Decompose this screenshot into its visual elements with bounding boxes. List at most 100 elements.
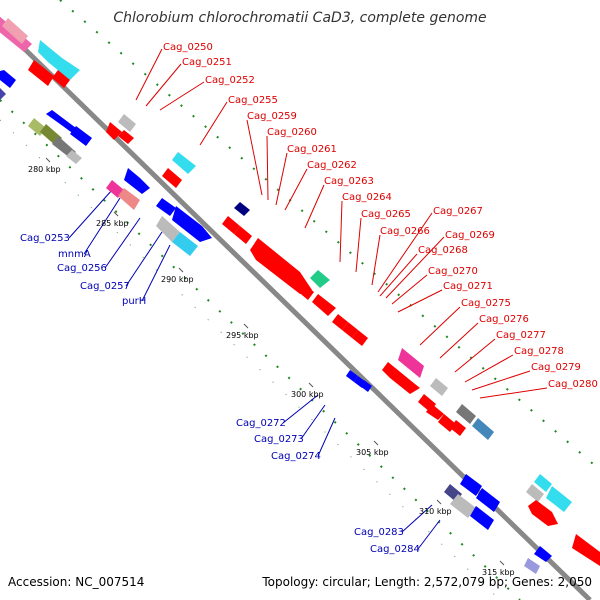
guide-track-inner <box>0 99 521 600</box>
gene-label-forward: Cag_0268 <box>418 245 468 256</box>
gene-feature[interactable] <box>470 506 494 530</box>
tick-label: 300 kbp <box>291 390 324 399</box>
gene-label-reverse: Cag_0274 <box>271 451 321 462</box>
gene-label-forward: Cag_0261 <box>287 144 337 155</box>
gene-label-reverse: Cag_0284 <box>370 544 420 555</box>
gene-feature[interactable] <box>222 216 240 234</box>
gene-feature[interactable] <box>118 114 136 132</box>
gene-feature[interactable] <box>472 418 494 440</box>
gene-feature[interactable] <box>52 70 70 88</box>
gene-label-reverse: Cag_0283 <box>354 527 404 538</box>
gene-feature[interactable] <box>360 380 372 392</box>
tick-mark <box>178 267 184 273</box>
gene-label-forward: Cag_0275 <box>461 298 511 309</box>
gene-feature[interactable] <box>534 474 552 492</box>
gene-feature[interactable] <box>118 188 140 210</box>
gene-label-reverse: Cag_0253 <box>20 233 70 244</box>
gene-feature[interactable] <box>118 130 134 144</box>
gene-feature[interactable] <box>28 60 54 86</box>
gene-feature[interactable] <box>106 122 122 140</box>
tick-mark <box>373 440 379 446</box>
tick-label: 305 kbp <box>356 448 389 457</box>
gene-feature[interactable] <box>426 404 444 420</box>
gene-label-forward: Cag_0259 <box>247 111 297 122</box>
gene-label-forward: Cag_0263 <box>324 176 374 187</box>
gene-feature[interactable] <box>172 206 212 242</box>
gene-feature[interactable] <box>546 486 572 512</box>
gene-feature[interactable] <box>312 294 336 316</box>
reverse-features <box>0 70 552 574</box>
gene-feature[interactable] <box>234 226 252 244</box>
gene-label-forward: Cag_0269 <box>445 230 495 241</box>
gene-feature[interactable] <box>0 88 6 100</box>
gene-feature[interactable] <box>526 484 544 502</box>
gene-feature[interactable] <box>430 378 448 396</box>
guide-track-outer <box>59 0 600 471</box>
gene-feature[interactable] <box>456 404 476 424</box>
tick-label: 285 kbp <box>96 219 129 228</box>
accession-label: Accession: NC_007514 <box>8 575 145 589</box>
gene-label-forward: Cag_0267 <box>433 206 483 217</box>
tick-mark <box>243 323 249 329</box>
coordinate-ticks: 280 kbp 285 kbp 290 kbp 295 kbp 300 kbp 305 k… <box>28 157 515 577</box>
gene-feature[interactable] <box>156 198 176 216</box>
gene-feature[interactable] <box>162 168 182 188</box>
gene-feature[interactable] <box>296 282 314 300</box>
gene-feature[interactable] <box>234 202 250 216</box>
gene-feature[interactable] <box>342 322 358 338</box>
gene-feature[interactable] <box>352 330 368 346</box>
gene-label-forward: Cag_0271 <box>443 281 493 292</box>
gene-feature[interactable] <box>398 348 424 378</box>
gene-label-reverse: Cag_0257 <box>80 281 130 292</box>
gene-feature[interactable] <box>156 216 180 242</box>
tick-label: 280 kbp <box>28 165 61 174</box>
gene-feature[interactable] <box>106 180 124 198</box>
forward-features <box>0 16 600 566</box>
gene-label-forward: Cag_0251 <box>182 57 232 68</box>
gene-label-forward: Cag_0266 <box>380 226 430 237</box>
gene-feature[interactable] <box>382 362 420 394</box>
gene-feature[interactable] <box>0 70 16 88</box>
tick-label: 290 kbp <box>161 275 194 284</box>
gene-feature[interactable] <box>66 150 82 164</box>
gene-label-forward: Cag_0260 <box>267 127 317 138</box>
tick-mark <box>45 157 51 163</box>
tick-label: 295 kbp <box>226 331 259 340</box>
gene-feature[interactable] <box>460 474 482 496</box>
gene-label-forward: Cag_0276 <box>479 314 529 325</box>
gene-label-reverse: purH <box>122 296 146 307</box>
forward-gene-labels: Cag_0250Cag_0251Cag_0252Cag_0255Cag_0259… <box>163 42 598 390</box>
gene-label-forward: Cag_0262 <box>307 160 357 171</box>
gene-feature[interactable] <box>310 270 330 288</box>
label-leaders <box>135 48 548 399</box>
gene-feature[interactable] <box>172 232 198 256</box>
gene-feature[interactable] <box>346 370 358 382</box>
gene-feature[interactable] <box>524 558 540 574</box>
tick-mark <box>436 499 442 505</box>
reverse-gene-labels: Cag_0253mnmACag_0256Cag_0257purHCag_0272… <box>20 233 420 555</box>
gene-feature[interactable] <box>172 152 196 174</box>
gene-label-forward: Cag_0279 <box>531 362 581 373</box>
gene-feature[interactable] <box>450 494 476 518</box>
gene-feature[interactable] <box>534 546 552 562</box>
gene-label-forward: Cag_0270 <box>428 266 478 277</box>
gene-feature[interactable] <box>70 126 92 146</box>
genome-summary: Topology: circular; Length: 2,572,079 bp… <box>262 575 592 589</box>
gene-feature[interactable] <box>2 18 28 44</box>
gene-label-forward: Cag_0252 <box>205 75 255 86</box>
gene-feature[interactable] <box>124 168 150 194</box>
gene-label-reverse: Cag_0272 <box>236 418 286 429</box>
gene-feature[interactable] <box>476 488 500 512</box>
gene-feature[interactable] <box>38 40 80 80</box>
gene-feature[interactable] <box>450 420 466 436</box>
gene-label-forward: Cag_0278 <box>514 346 564 357</box>
gene-label-forward: Cag_0277 <box>496 330 546 341</box>
gene-feature[interactable] <box>528 500 558 526</box>
gene-feature[interactable] <box>250 238 312 294</box>
gene-feature[interactable] <box>572 534 600 566</box>
tick-mark <box>499 560 505 566</box>
gene-feature[interactable] <box>332 314 348 330</box>
guide-track-mid <box>0 119 501 600</box>
